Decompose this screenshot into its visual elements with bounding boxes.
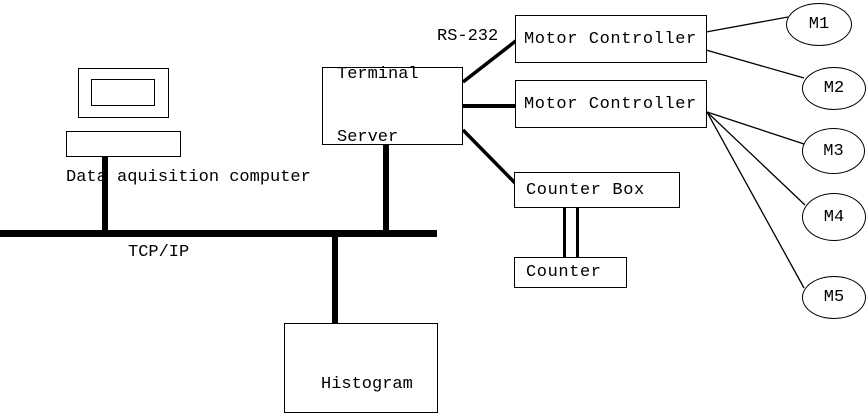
motor-controller-1-box: Motor Controller bbox=[515, 15, 707, 63]
counter-label: Counter bbox=[526, 263, 602, 282]
motor-node-m2: M2 bbox=[802, 67, 866, 110]
motor-controller-1-label: Motor Controller bbox=[524, 29, 697, 49]
counter-box-label: Counter Box bbox=[526, 180, 645, 200]
tcpip-bus-line bbox=[0, 230, 437, 237]
motor-node-m4: M4 bbox=[802, 193, 866, 241]
computer-monitor-icon bbox=[78, 68, 169, 118]
counter-node: Counter bbox=[514, 257, 627, 288]
wire-mc2-m5 bbox=[706, 111, 805, 289]
terminal-server-box: Terminal Server bbox=[322, 65, 463, 147]
terminal-server-label-line2: Server bbox=[337, 128, 399, 147]
wire-mc1-m1 bbox=[705, 16, 789, 33]
wire-bus-histogram bbox=[332, 236, 338, 324]
wire-counterbox-counter-right bbox=[576, 208, 579, 258]
motor-m5-label: M5 bbox=[823, 288, 845, 307]
rs232-label: RS-232 bbox=[437, 27, 499, 46]
wire-mc2-m3 bbox=[706, 111, 805, 145]
wire-ts-counterbox bbox=[461, 128, 518, 186]
tcpip-label: TCP/IP bbox=[128, 243, 190, 262]
wire-mc1-m2 bbox=[705, 49, 805, 79]
data-acquisition-caption: Data aquisition computer bbox=[66, 168, 311, 187]
computer-keyboard-icon bbox=[66, 131, 181, 157]
wire-mc2-m4 bbox=[706, 111, 806, 206]
motor-m3-label: M3 bbox=[823, 141, 844, 161]
terminal-server-label-line1: Terminal bbox=[337, 65, 419, 84]
motor-node-m5: M5 bbox=[802, 276, 866, 319]
motor-m2-label: M2 bbox=[823, 79, 845, 98]
counter-box: Counter Box bbox=[514, 172, 680, 208]
wire-ts-mc1 bbox=[461, 38, 519, 84]
motor-m4-label: M4 bbox=[823, 207, 845, 227]
histogram-memory-box: Histogram Memory bbox=[284, 323, 438, 413]
motor-controller-2-box: Motor Controller bbox=[515, 80, 707, 128]
motor-controller-2-label: Motor Controller bbox=[524, 94, 697, 114]
wire-counterbox-counter-left bbox=[563, 208, 566, 258]
histogram-memory-label-line1: Histogram bbox=[321, 375, 413, 394]
computer-screen-icon bbox=[91, 79, 155, 106]
motor-node-m1: M1 bbox=[786, 3, 852, 46]
motor-node-m3: M3 bbox=[802, 128, 865, 174]
motor-m1-label: M1 bbox=[808, 15, 830, 34]
wire-computer-bus bbox=[102, 157, 108, 231]
wire-terminal-server-bus bbox=[383, 144, 389, 231]
